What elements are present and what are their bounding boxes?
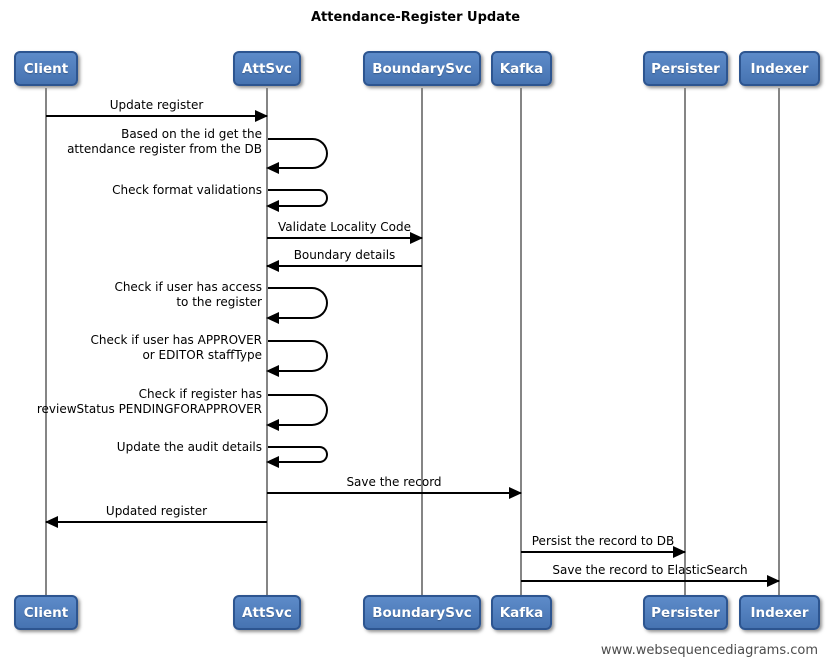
message-arrow: [46, 110, 268, 122]
self-message-loop-stafftype: [266, 340, 328, 377]
actor-box-attsvc-top: AttSvc: [233, 51, 301, 86]
message-label: Validate Locality Code: [278, 220, 411, 234]
message-label: Save the record to ElasticSearch: [552, 563, 748, 577]
actor-box-kafka-bottom: Kafka: [491, 595, 552, 630]
actor-label: Indexer: [750, 60, 809, 77]
message-label: Boundary details: [293, 248, 396, 262]
arrowhead-right-icon: [509, 487, 522, 499]
actor-label: Client: [23, 604, 69, 621]
lifeline-persister: [684, 88, 686, 595]
self-message-loop-format-validations: [266, 189, 328, 212]
actor-box-client-top: Client: [14, 51, 78, 86]
actor-label: Kafka: [499, 604, 544, 621]
self-message-loop-audit-details: [266, 446, 328, 468]
message-label: Save the record: [346, 475, 442, 489]
lifeline-indexer: [778, 88, 780, 595]
actor-label: Client: [23, 60, 69, 77]
self-message-label-user-access: Check if user has access to the register: [114, 280, 262, 309]
diagram-title: Attendance-Register Update: [310, 10, 521, 25]
actor-label: AttSvc: [242, 604, 292, 621]
self-message-label-format-validations: Check format validations: [112, 183, 262, 197]
actor-box-boundarysvc-bottom: BoundarySvc: [363, 595, 481, 630]
arrowhead-left-icon: [45, 516, 58, 528]
message-update-register: Update register: [46, 98, 268, 122]
arrowhead-left-icon: [266, 456, 279, 468]
actor-label: Persister: [651, 604, 720, 621]
actor-label: AttSvc: [242, 60, 292, 77]
lifeline-kafka: [520, 88, 522, 595]
actor-label: Kafka: [499, 60, 544, 77]
arrowhead-right-icon: [255, 110, 268, 122]
arrowhead-right-icon: [410, 232, 423, 244]
actor-box-boundarysvc-top: BoundarySvc: [363, 51, 481, 86]
message-updated-register: Updated register: [45, 504, 267, 528]
watermark: www.websequencediagrams.com: [600, 643, 818, 658]
message-arrow: [266, 260, 422, 272]
arrowhead-left-icon: [266, 312, 279, 324]
self-message-label-audit-details: Update the audit details: [116, 440, 262, 454]
self-message-label-stafftype: Check if user has APPROVER or EDITOR sta…: [90, 333, 263, 362]
lifeline-client: [45, 88, 47, 595]
message-arrow: [521, 546, 686, 558]
actor-box-persister-top: Persister: [643, 51, 728, 86]
message-arrow: [521, 575, 780, 587]
actor-label: BoundarySvc: [372, 60, 472, 77]
actor-box-attsvc-bottom: AttSvc: [233, 595, 301, 630]
message-arrow: [45, 516, 267, 528]
actor-label: BoundarySvc: [372, 604, 472, 621]
actor-label: Persister: [651, 60, 720, 77]
message-save-the-record: Save the record: [267, 475, 522, 499]
lifeline-boundarysvc: [421, 88, 423, 595]
self-message-loop-user-access: [266, 287, 328, 324]
actor-box-persister-bottom: Persister: [643, 595, 728, 630]
arrowhead-right-icon: [767, 575, 780, 587]
message-save-record-elasticsearch: Save the record to ElasticSearch: [521, 563, 780, 587]
actor-label: Indexer: [750, 604, 809, 621]
self-message-label-reviewstatus: Check if register has reviewStatus PENDI…: [36, 387, 262, 416]
self-message-loop-reviewstatus: [266, 394, 328, 431]
actor-box-kafka-top: Kafka: [491, 51, 552, 86]
message-validate-locality-code: Validate Locality Code: [267, 220, 423, 244]
arrowhead-left-icon: [266, 260, 279, 272]
arrowhead-left-icon: [266, 162, 279, 174]
actor-box-client-bottom: Client: [14, 595, 78, 630]
message-label: Updated register: [105, 504, 208, 518]
lifeline-attsvc: [266, 88, 268, 595]
message-label: Persist the record to DB: [531, 534, 675, 548]
self-message-label-get-register: Based on the id get the attendance regis…: [67, 127, 262, 156]
arrowhead-left-icon: [266, 200, 279, 212]
arrowhead-left-icon: [266, 419, 279, 431]
message-arrow: [267, 232, 423, 244]
self-message-loop-get-register: [266, 138, 328, 174]
message-arrow: [267, 487, 522, 499]
message-persist-record-db: Persist the record to DB: [521, 534, 686, 558]
arrowhead-left-icon: [266, 365, 279, 377]
message-label: Update register: [109, 98, 204, 112]
actor-box-indexer-top: Indexer: [739, 51, 820, 86]
actor-box-indexer-bottom: Indexer: [739, 595, 820, 630]
arrowhead-right-icon: [673, 546, 686, 558]
message-boundary-details: Boundary details: [266, 248, 422, 272]
